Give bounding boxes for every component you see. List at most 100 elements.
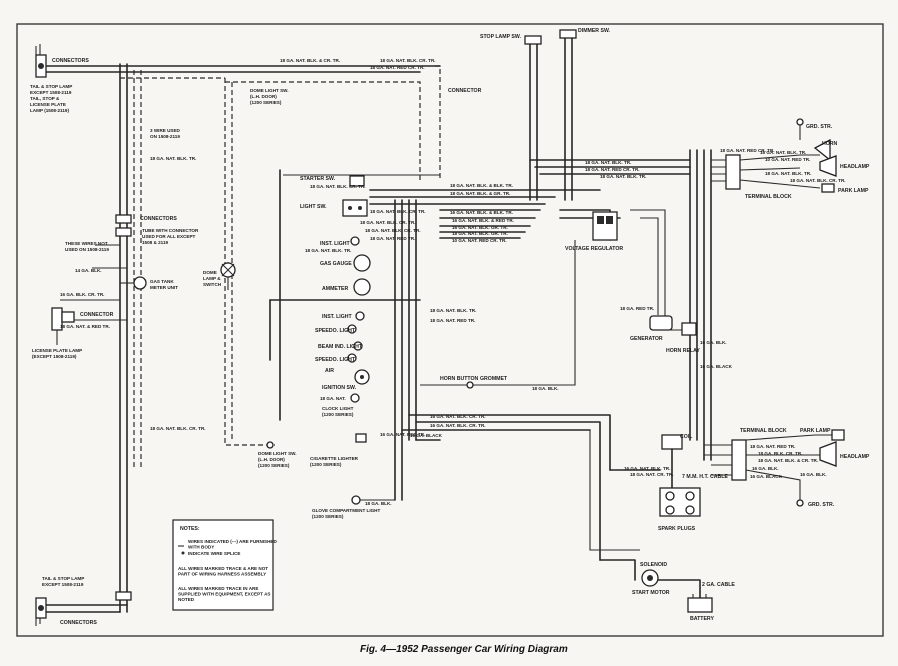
wire-label: 18 GA. NAT. BLK. & BLK. TR. — [450, 183, 513, 188]
license-plate-lamp — [51, 307, 75, 345]
wire-label: 18 GA. NAT. RED CR. TR. — [720, 148, 775, 153]
label-coil: COIL — [680, 434, 693, 440]
wire-label: 18 GA. NAT. RED CR. TR. — [585, 167, 640, 172]
label-connectors-mid-left: CONNECTORS — [140, 216, 177, 222]
tail-lamp-bottom — [35, 597, 47, 626]
wire-label: 18 GA. NAT. BLK. TR. — [600, 174, 646, 179]
dimmer-switch — [559, 29, 577, 39]
wire-label: 16 GA. NAT. BLK. & BLK. TR. — [450, 210, 513, 215]
grd-str-top — [796, 118, 804, 140]
wire-label: 18 GA. NAT. BLK. CR. TR. — [380, 58, 436, 63]
solenoid-and-start-motor — [641, 569, 701, 601]
wire-label: 18 GA. NAT. BLK. CR. TR. — [150, 426, 206, 431]
wire-label: 18 GA. NAT. BLK. TR. — [765, 171, 811, 176]
label-inst-light-lower: INST. LIGHT — [322, 314, 353, 320]
wire-label: 16 GA. BLACK — [410, 433, 443, 438]
wire-label: 16 GA. NAT. BLK. CR. TR. — [430, 423, 486, 428]
center-harness — [224, 33, 712, 581]
label-cigarette-lighter: CIGARETTE LIGHTER(1200 SERIES) — [310, 456, 359, 467]
label-starter-sw: STARTER SW. — [300, 176, 336, 182]
label-connectors-bottom-left: CONNECTORS — [60, 620, 97, 626]
label-spark-plugs: SPARK PLUGS — [658, 526, 696, 532]
wire-label: 18 GA. NAT. BLK. TR. — [150, 156, 196, 161]
label-ignition-sw: IGNITION SW. — [322, 385, 357, 391]
wire-label: 16 GA. BLACK — [700, 364, 733, 369]
gas-gauge — [353, 254, 371, 272]
label-park-lamp-top: PARK LAMP — [838, 188, 869, 194]
wire-label: 18 GA. NAT. BLK. CR. TR. — [310, 184, 366, 189]
wire-label: 18 GA. BLK. CR. TR. — [758, 451, 802, 456]
inst-light-lower — [355, 311, 365, 321]
wire-label: 16 GA. BLK. — [700, 340, 727, 345]
label-glove-lamp: GLOVE COMPARTMENT LIGHT(1200 SERIES) — [312, 508, 381, 519]
wire-label: 16 GA. BLK. — [752, 466, 779, 471]
notes-title: NOTES: — [180, 526, 200, 532]
label-connector-top: CONNECTOR — [448, 88, 482, 94]
label-speedo-light-lower: SPEEDO. LIGHT — [315, 357, 356, 363]
wire-label: 16 GA. NAT. RED TR. — [380, 432, 425, 437]
wire-label: 18 GA. BLK. — [532, 386, 559, 391]
horn-top — [813, 138, 831, 162]
wire-label: 18 GA. NAT. — [320, 396, 346, 401]
distributor-and-spark-plugs — [659, 487, 701, 517]
starter-switch — [349, 175, 365, 187]
clock-light — [350, 393, 360, 403]
wire-label: 16 GA. NAT. BLK. & RED TR. — [452, 218, 514, 223]
wire-label: 10 GA. NAT. RED TR. — [765, 157, 810, 162]
speedo-light-lower — [347, 353, 357, 363]
wire-label: 18 GA. NAT. RED CR. TR. — [370, 65, 425, 70]
wire-label: 10 GA. NAT. RED CR. TR. — [452, 238, 507, 243]
label-connectors-top-left: CONNECTORS — [52, 58, 89, 64]
wire-label: 18 GA. BLK. — [365, 501, 392, 506]
glove-lamp — [351, 495, 361, 505]
label-generator: GENERATOR — [630, 336, 663, 342]
label-dome-light-sw-bottom: DOME LIGHT SW.(L.H. DOOR)(1200 SERIES) — [258, 451, 297, 468]
wire-label: 16 GA. NAT. BLK. CR. TR. — [430, 414, 486, 419]
grd-str-bottom — [796, 499, 804, 507]
label-terminal-block-bottom: TERMINAL BLOCK — [740, 428, 787, 434]
inst-light-upper — [350, 236, 360, 246]
wire-label: 18 GA. NAT. BLK. & CR. TR. — [758, 458, 818, 463]
label-light-sw: LIGHT SW. — [300, 204, 327, 210]
wire-label: 18 GA. RED TR. — [620, 306, 654, 311]
wire-label: 18 GA. NAT. BLK. & GR. TR. — [450, 191, 510, 196]
label-beam-ind-light: BEAM IND. LIGHT — [318, 344, 363, 350]
wire-label: 16 GA. BLK. — [800, 472, 827, 477]
wire-label: 18 GA. NAT. BLK. CR. TR. — [370, 209, 426, 214]
label-stop-lamp-sw: STOP LAMP SW. — [480, 34, 521, 40]
diagram-labels: STOP LAMP SW. DIMMER SW. CONNECTORS TAIL… — [30, 28, 870, 626]
label-horn-relay: HORN RELAY — [666, 348, 700, 354]
ignition-switch — [354, 369, 370, 385]
headlamp-top — [819, 155, 837, 177]
label-high-tension: 7 M.M. H.T. CABLE — [682, 474, 728, 480]
terminal-block-bottom — [704, 434, 832, 500]
label-gas-gauge: GAS GAUGE — [320, 261, 352, 267]
notes-item: INDICATE WIRE SPLICE — [188, 551, 241, 556]
wire-label: 16 GA. NAT. BLK. GR. TR. — [452, 225, 508, 230]
figure-caption: Fig. 4—1952 Passenger Car Wiring Diagram — [360, 644, 568, 655]
label-terminal-block-top: TERMINAL BLOCK — [745, 194, 792, 200]
beam-ind-light — [353, 341, 363, 351]
coil — [661, 434, 683, 491]
label-solenoid: SOLENOID — [640, 562, 667, 568]
notes-box — [172, 519, 274, 611]
terminal-block-top — [711, 154, 821, 190]
wire-label: 18 GA. NAT. RED TR. — [750, 444, 795, 449]
label-grommet: GROMMET — [480, 376, 508, 382]
wire-label: 18 GA. NAT. BLK. CR. TR. — [365, 228, 421, 233]
wire-label: 18 GA. NAT. BLK. TR. — [430, 308, 476, 313]
label-headlamp-top: HEADLAMP — [840, 164, 870, 170]
label-license-plate-lamp: LICENSE PLATE LAMP(EXCEPT 1508-2119) — [32, 348, 82, 359]
wire-label: 18 GA. NAT. BLK. TR. — [585, 160, 631, 165]
label-inst-light-upper: INST. LIGHT — [320, 241, 351, 247]
